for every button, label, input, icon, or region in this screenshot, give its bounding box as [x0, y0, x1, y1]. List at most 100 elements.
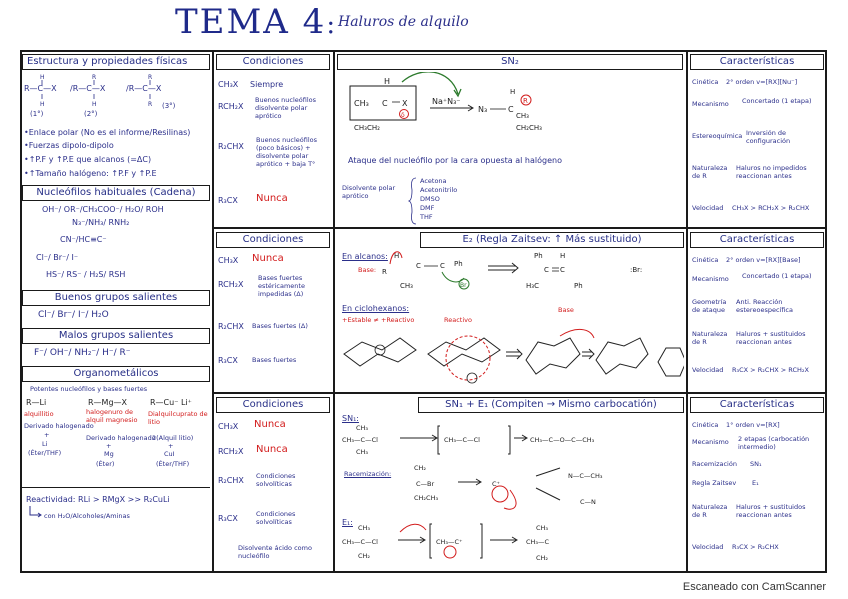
bad-leaving-groups: F⁻/ OH⁻/ NH₂⁻/ H⁻/ R⁻ — [34, 348, 131, 358]
svg-text:C: C — [508, 105, 514, 114]
svg-text:CH₂: CH₂ — [414, 464, 426, 472]
svg-text:H: H — [40, 101, 45, 108]
divider — [22, 487, 210, 488]
condition-substrate: R₂CHX — [218, 142, 244, 151]
characteristic-key: Naturaleza de R — [692, 330, 728, 346]
svg-text:CH₃: CH₃ — [400, 282, 413, 290]
condition-value: Bases fuertes — [252, 356, 297, 364]
summary-sheet — [20, 50, 827, 573]
sn2-conditions-header: Condiciones — [216, 54, 330, 70]
svg-text:CH₃: CH₃ — [536, 524, 548, 532]
racemization-label: Racemización: — [344, 470, 392, 478]
svg-text:C⁺: C⁺ — [492, 480, 500, 488]
condition-value: Nunca — [256, 193, 288, 204]
sn2-mechanism-header: SN₂ — [337, 54, 683, 70]
svg-text:CH₃: CH₃ — [356, 448, 368, 456]
svg-text:X: X — [402, 99, 408, 108]
svg-text:C: C — [440, 262, 445, 270]
svg-text:δ: δ — [401, 112, 405, 119]
nucleophile-line: Cl⁻/ Br⁻/ I⁻ — [36, 253, 79, 262]
characteristic-value: Inversión de configuración — [746, 129, 791, 145]
condition-value: Nunca — [254, 419, 286, 430]
characteristic-key: Cinética — [692, 256, 719, 264]
condition-value: Buenos nucleófilos (poco básicos) + diso… — [256, 136, 317, 168]
good-leaving-groups-header: Buenos grupos salientes — [22, 290, 210, 306]
product-ethyl: CH₂CH₃ — [516, 124, 542, 132]
condition-value: Buenos nucleófilos disolvente polar apró… — [255, 96, 316, 120]
characteristic-value: Concertado (1 etapa) — [742, 272, 812, 280]
scanner-watermark: Escaneado con CamScanner — [682, 581, 826, 593]
e2-alkane-label: En alcanos: — [342, 252, 388, 261]
svg-text:C: C — [544, 266, 549, 274]
solvent-item: Acetonitrilo — [420, 186, 458, 194]
svg-text::Br:: :Br: — [630, 266, 642, 274]
characteristic-key: Mecanismo — [692, 438, 729, 446]
condition-substrate: RCH₂X — [218, 102, 244, 111]
svg-text:/R—C—X: /R—C—X — [70, 84, 106, 93]
svg-text:N—C—CH₃: N—C—CH₃ — [568, 472, 603, 480]
condition-note: Disolvente ácido como nucleófilo — [238, 544, 312, 560]
characteristic-value: R₃CX > R₂CHX — [732, 543, 779, 551]
svg-text:H: H — [394, 252, 399, 260]
condition-substrate: R₃CX — [218, 356, 238, 365]
substrate-ethyl: CH₃CH₂ — [354, 124, 380, 132]
solvent-item: Acetona — [420, 177, 447, 185]
characteristic-value: 2 etapas (carbocatión intermedio) — [738, 435, 810, 451]
characteristic-key: Mecanismo — [692, 275, 729, 283]
svg-text:/R—C—X: /R—C—X — [126, 84, 162, 93]
condition-value: Condiciones solvolíticas — [256, 472, 296, 488]
svg-text:CH₃—C⁺: CH₃—C⁺ — [436, 538, 463, 546]
characteristic-key: Cinética — [692, 78, 719, 86]
svg-text:R: R — [523, 97, 528, 105]
solvent-item: DMSO — [420, 195, 440, 203]
characteristic-value: SN₁ — [750, 460, 762, 468]
haloalkane-structures: R—C—X HH /R—C—X RH /R—C—X RR (1°) (2°) (… — [24, 74, 176, 118]
e2-conditions-header: Condiciones — [216, 232, 330, 248]
svg-text:C: C — [416, 262, 421, 270]
svg-text:C—Br: C—Br — [416, 480, 434, 488]
reactivity-line: Reactividad: RLi > RMgX >> R₂CuLi — [26, 495, 170, 504]
characteristic-key: Racemización — [692, 460, 737, 468]
solvent-item: THF — [420, 213, 433, 221]
characteristic-key: Naturaleza de R — [692, 164, 728, 180]
sn2-attack-note: Ataque del nucleófilo por la cara opuest… — [348, 156, 562, 165]
property-item: •↑Tamaño halógeno: ↑P.F y ↑P.E — [24, 169, 157, 178]
degree-label: (3°) — [162, 102, 176, 110]
characteristic-key: Geometría de ataque — [692, 298, 727, 314]
good-leaving-groups: Cl⁻/ Br⁻/ I⁻/ H₂O — [38, 310, 109, 320]
sn1e1-mechanism-header: SN₁ + E₁ (Compiten → Mismo carbocatión) — [418, 397, 684, 413]
solvent-label: Disolvente polar aprótico — [342, 184, 396, 200]
e1-label: E₁: — [342, 518, 353, 527]
nucleophile-line: N₃⁻/NH₃/ RNH₂ — [72, 218, 130, 227]
property-item: •Enlace polar (No es el informe/Resilina… — [24, 128, 191, 137]
e2-reactive-label: Reactivo — [444, 316, 472, 324]
bad-leaving-groups-header: Malos grupos salientes — [22, 328, 210, 344]
svg-text:H: H — [560, 252, 565, 260]
svg-text:CH₃—C—O—C—CH₃: CH₃—C—O—C—CH₃ — [530, 436, 595, 444]
condition-value: Nunca — [256, 444, 288, 455]
characteristic-value: 2° orden v=[RX][Nu⁻] — [726, 78, 798, 86]
characteristic-key: Mecanismo — [692, 100, 729, 108]
condition-value: Siempre — [250, 80, 284, 89]
sn2-reagent: Na⁺N₃⁻ — [432, 97, 461, 106]
svg-text:CH₂CH₃: CH₂CH₃ — [414, 494, 438, 502]
characteristic-key: Estereoquímica — [692, 132, 743, 140]
nucleophile-line: OH⁻/ OR⁻/CH₃COO⁻/ H₂O/ ROH — [42, 205, 164, 214]
reactivity-note: con H₂O/Alcoholes/Aminas — [44, 512, 130, 520]
condition-value: Bases fuertes estéricamente impedidas (Δ… — [258, 274, 305, 298]
condition-substrate: RCH₂X — [218, 447, 244, 456]
e2-base-label: Base — [558, 306, 574, 314]
svg-text:CH₃: CH₃ — [356, 424, 368, 432]
characteristic-value: Anti. Reacción estereoespecífica — [736, 298, 793, 314]
characteristic-key: Velocidad — [692, 366, 724, 374]
e2-cyclohexane-scheme — [343, 329, 684, 384]
property-item: •Fuerzas dipolo-dipolo — [24, 141, 114, 150]
page-subtitle: Haluros de alquilo — [338, 14, 469, 30]
svg-text:Ph: Ph — [574, 282, 583, 290]
characteristic-value: 2° orden v=[RX][Base] — [726, 256, 801, 264]
svg-text:CH₃—C—Cl: CH₃—C—Cl — [342, 538, 378, 546]
svg-text:H: H — [92, 101, 97, 108]
condition-substrate: R₂CHX — [218, 322, 244, 331]
e2-base-label: Base: — [358, 266, 377, 274]
